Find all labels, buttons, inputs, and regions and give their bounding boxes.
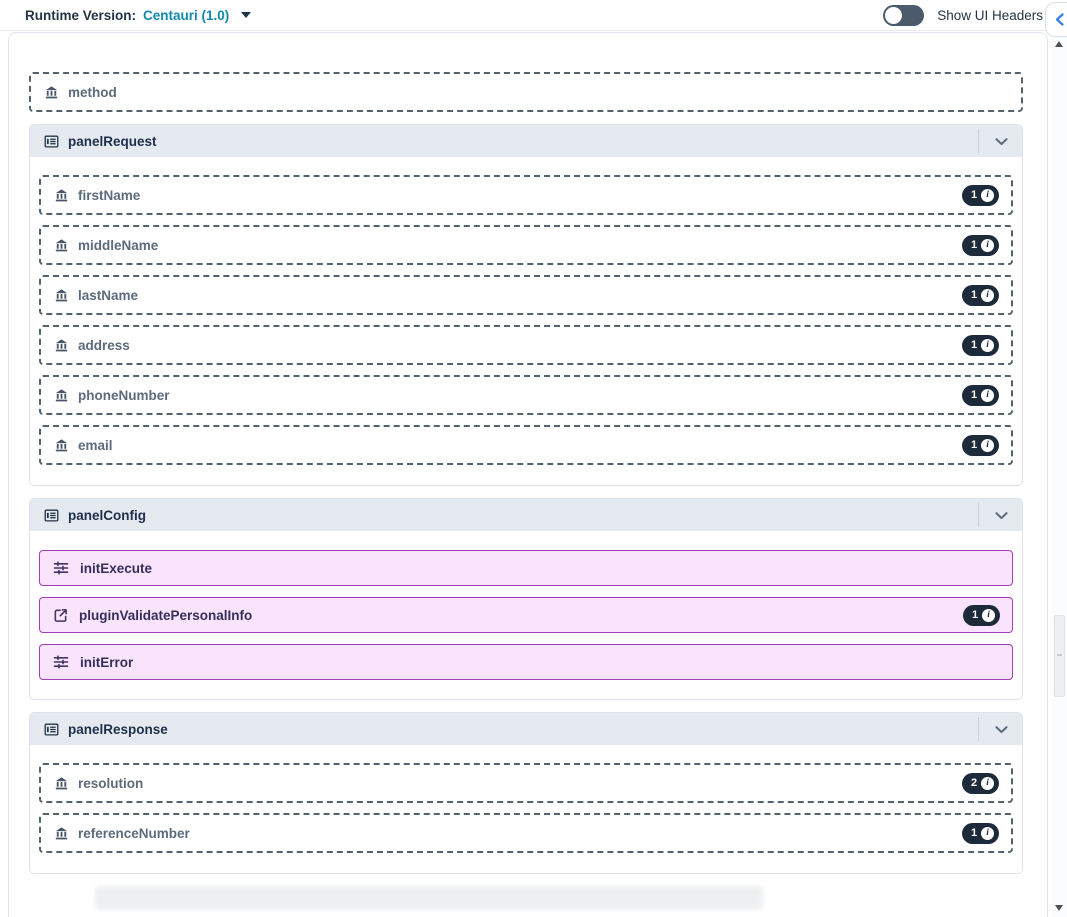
field-icon xyxy=(55,826,68,840)
field-icon xyxy=(55,438,68,452)
info-icon: i xyxy=(981,438,995,452)
chevron-down-icon xyxy=(993,721,1010,738)
field-label: address xyxy=(78,337,130,353)
form-panel-icon xyxy=(44,722,59,737)
show-ui-headers-toggle[interactable] xyxy=(883,4,925,26)
panel-header-panelresponse[interactable]: panelResponse xyxy=(30,713,1022,745)
runtime-version-selector[interactable]: Runtime Version: Centauri (1.0) xyxy=(25,7,252,23)
scroll-up-arrow-icon[interactable] xyxy=(1055,41,1063,47)
runtime-version-label: Runtime Version: xyxy=(25,7,137,23)
field-label: method xyxy=(68,84,117,100)
toggle-knob xyxy=(885,6,903,24)
external-link-icon xyxy=(53,608,68,623)
field-icon xyxy=(55,288,68,302)
field-icon xyxy=(55,338,68,352)
form-panel-icon xyxy=(44,134,59,149)
config-row-initexecute[interactable]: initExecute xyxy=(39,550,1013,586)
chevron-down-icon xyxy=(993,133,1010,150)
field-icon xyxy=(55,238,68,252)
config-label: initError xyxy=(80,654,134,670)
badge-count: 1 xyxy=(972,609,979,621)
section-title: panelRequest xyxy=(68,133,157,149)
badge-count: 1 xyxy=(971,439,978,451)
field-row-method[interactable]: method xyxy=(29,72,1023,112)
chevron-down-icon xyxy=(993,507,1010,524)
info-icon: i xyxy=(981,776,995,790)
badge-count: 2 xyxy=(971,777,978,789)
faded-ghost-row xyxy=(95,886,763,910)
badge-count: 1 xyxy=(971,239,978,251)
form-panel-icon xyxy=(44,508,59,523)
panel-header-panelrequest[interactable]: panelRequest xyxy=(30,125,1022,157)
info-icon: i xyxy=(981,826,995,840)
config-label: initExecute xyxy=(80,560,153,576)
field-label: referenceNumber xyxy=(78,825,190,841)
scroll-down-arrow-icon[interactable] xyxy=(1055,905,1063,911)
field-label: lastName xyxy=(78,287,139,303)
field-icon xyxy=(55,188,68,202)
vertical-scrollbar[interactable] xyxy=(1052,33,1067,917)
panel-header-panelconfig[interactable]: panelConfig xyxy=(30,499,1022,531)
field-label: phoneNumber xyxy=(78,387,170,403)
badge-count: 1 xyxy=(971,827,978,839)
info-icon: i xyxy=(981,188,995,202)
info-icon: i xyxy=(981,288,995,302)
show-ui-headers-label: Show UI Headers xyxy=(937,7,1043,23)
config-row-initerror[interactable]: initError xyxy=(39,644,1013,680)
runtime-version-value[interactable]: Centauri (1.0) xyxy=(143,7,230,23)
section-panel-config: panelConfig initExecute xyxy=(29,498,1023,700)
info-icon: i xyxy=(981,388,995,402)
sliders-icon xyxy=(53,654,69,670)
field-icon xyxy=(45,85,58,99)
badge-count: 1 xyxy=(971,339,978,351)
collapse-control[interactable] xyxy=(978,503,1010,527)
info-icon: i xyxy=(981,338,995,352)
collapse-control[interactable] xyxy=(978,129,1010,153)
field-icon xyxy=(55,388,68,402)
toolbar-right-group: Show UI Headers xyxy=(883,4,1067,26)
scrollbar-thumb[interactable] xyxy=(1054,615,1065,697)
collapse-control[interactable] xyxy=(978,717,1010,741)
sliders-icon xyxy=(53,560,69,576)
chevron-left-icon xyxy=(1054,12,1065,27)
field-icon xyxy=(55,776,68,790)
top-toolbar: Runtime Version: Centauri (1.0) Show UI … xyxy=(0,0,1067,31)
badge-count: 1 xyxy=(971,289,978,301)
section-title: panelResponse xyxy=(68,721,168,737)
config-label: pluginValidatePersonalInfo xyxy=(79,607,253,623)
field-label: firstName xyxy=(78,187,141,203)
field-label: email xyxy=(78,437,113,453)
section-title: panelConfig xyxy=(68,507,146,523)
field-label: middleName xyxy=(78,237,159,253)
badge-count: 1 xyxy=(971,189,978,201)
info-icon: i xyxy=(982,608,996,622)
caret-down-icon[interactable] xyxy=(241,12,252,18)
field-label: resolution xyxy=(78,775,144,791)
collapse-panel-button[interactable] xyxy=(1045,2,1067,37)
info-icon: i xyxy=(981,238,995,252)
badge-count: 1 xyxy=(971,389,978,401)
